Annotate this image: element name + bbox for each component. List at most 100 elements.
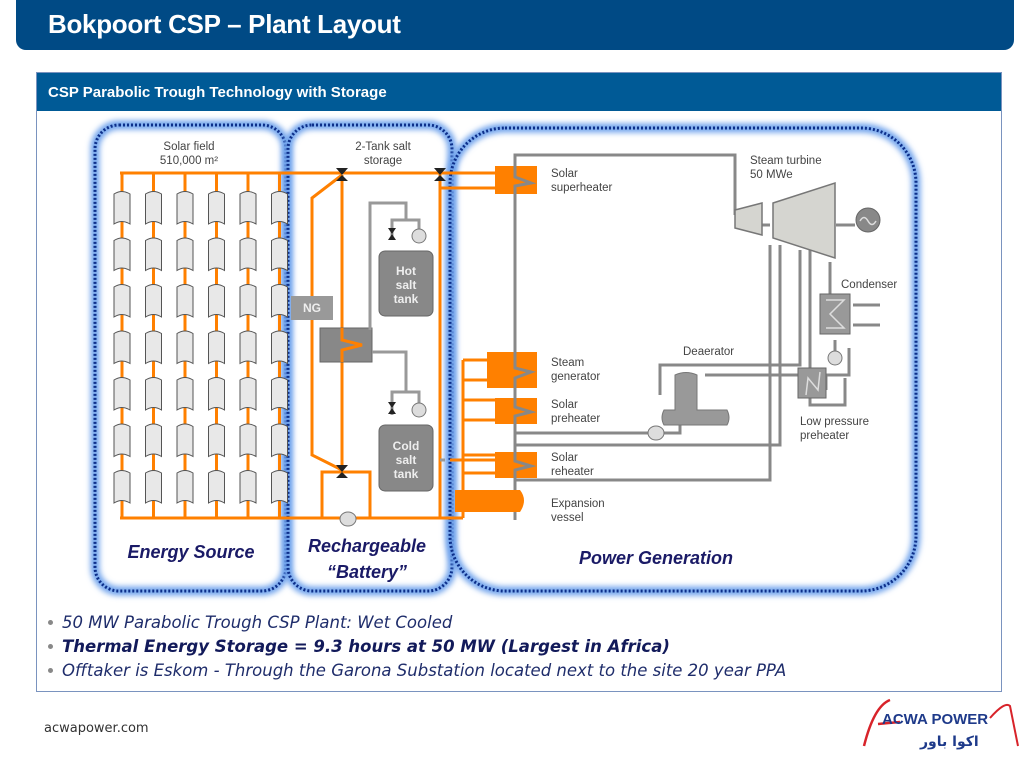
solar-superheater [495, 166, 537, 194]
superheater-label-1: Solar [551, 168, 578, 180]
reheater-label-1: Solar [551, 452, 578, 464]
cold-salt-tank: Cold salt tank [378, 424, 434, 492]
salt-piping [368, 201, 445, 462]
parabolic-trough-collector [113, 470, 131, 504]
salt-heat-exchanger [319, 327, 373, 363]
hot-salt-tank: Hot salt tank [378, 250, 434, 317]
svg-text:Hot: Hot [396, 264, 416, 278]
bullet-list: 50 MW Parabolic Trough CSP Plant: Wet Co… [48, 611, 786, 683]
parabolic-trough-collector [208, 191, 225, 225]
lp-preheater-label-2: preheater [800, 430, 849, 442]
parabolic-trough-collector [113, 284, 131, 318]
acwa-power-logo: ACWA POWER اكوا باور [862, 698, 1019, 750]
steam-generator [487, 352, 537, 388]
parabolic-trough-collector [145, 377, 162, 411]
parabolic-trough-collector [239, 377, 257, 411]
preheater-label-2: preheater [551, 413, 600, 425]
parabolic-trough-collector [271, 191, 288, 225]
logo-text: ACWA POWER [882, 711, 988, 728]
parabolic-trough-collector [271, 470, 288, 504]
parabolic-trough-collector [176, 191, 194, 225]
parabolic-trough-collector [145, 191, 162, 225]
bullet-item: Thermal Energy Storage = 9.3 hours at 50… [48, 635, 786, 659]
valve-icon [388, 402, 396, 414]
parabolic-trough-collector [113, 330, 131, 365]
generator-icon [855, 207, 881, 233]
svg-text:tank: tank [394, 292, 419, 306]
svg-text:salt: salt [396, 453, 417, 467]
parabolic-trough-collector [271, 237, 288, 272]
parabolic-trough-collector [239, 470, 257, 504]
storage-label-2: storage [364, 155, 402, 167]
pump-icon [411, 228, 427, 244]
solar-preheater [495, 398, 537, 424]
pump-icon [411, 402, 427, 418]
steam-generator-label-1: Steam [551, 357, 584, 369]
solar-collector-field [113, 173, 288, 518]
solar-reheater [495, 452, 537, 478]
plant-diagram: 2-Tank salt storage Solar field 510,000 … [90, 120, 921, 596]
turbine-label-2: 50 MWe [750, 169, 793, 181]
parabolic-trough-collector [145, 284, 162, 318]
panel-header: CSP Parabolic Trough Technology with Sto… [37, 73, 1001, 111]
parabolic-trough-collector [271, 330, 288, 365]
zone-power-generation [445, 123, 921, 596]
preheater-label-1: Solar [551, 399, 578, 411]
expansion-vessel [455, 490, 524, 512]
svg-text:salt: salt [396, 278, 417, 292]
parabolic-trough-collector [239, 423, 257, 458]
solar-field-label-1: Solar field [163, 141, 214, 153]
parabolic-trough-collector [176, 377, 194, 411]
expansion-label-2: vessel [551, 512, 584, 524]
parabolic-trough-collector [176, 423, 194, 458]
logo-arabic: اكوا باور [919, 734, 979, 750]
parabolic-trough-collector [239, 191, 257, 225]
deaerator [661, 372, 730, 426]
footer-url: acwapower.com [44, 721, 149, 736]
parabolic-trough-collector [208, 377, 225, 411]
superheater-label-2: superheater [551, 182, 613, 194]
reheater-label-2: reheater [551, 466, 594, 478]
pump-icon [827, 350, 843, 366]
zone-label-energy-source: Energy Source [127, 542, 254, 562]
parabolic-trough-collector [271, 423, 288, 458]
parabolic-trough-collector [113, 237, 131, 272]
parabolic-trough-collector [239, 237, 257, 272]
parabolic-trough-collector [239, 330, 257, 365]
pump-icon [647, 425, 665, 441]
parabolic-trough-collector [208, 423, 225, 458]
storage-label-1: 2-Tank salt [355, 141, 411, 153]
parabolic-trough-collector [145, 423, 162, 458]
expansion-label-1: Expansion [551, 498, 605, 510]
parabolic-trough-collector [208, 284, 225, 318]
parabolic-trough-collector [176, 237, 194, 272]
parabolic-trough-collector [271, 284, 288, 318]
condenser [819, 293, 851, 335]
parabolic-trough-collector [239, 284, 257, 318]
zone-label-power-generation: Power Generation [579, 548, 733, 568]
valve-icon [388, 228, 396, 240]
parabolic-trough-collector [176, 330, 194, 365]
water-steam-piping [513, 153, 880, 520]
lp-preheater-label-1: Low pressure [800, 416, 869, 428]
deaerator-label: Deaerator [683, 346, 734, 358]
svg-text:tank: tank [394, 467, 419, 481]
bullet-item: 50 MW Parabolic Trough CSP Plant: Wet Co… [48, 611, 786, 635]
ng-heater-box [291, 296, 333, 320]
zone-label-battery-1: Rechargeable [308, 536, 426, 556]
ng-label: NG [303, 301, 321, 315]
parabolic-trough-collector [113, 377, 131, 411]
title-bar: Bokpoort CSP – Plant Layout [16, 0, 1014, 50]
slide-title: Bokpoort CSP – Plant Layout [48, 9, 401, 39]
parabolic-trough-collector [176, 470, 194, 504]
valve-icon [336, 168, 446, 478]
parabolic-trough-collector [208, 330, 225, 365]
steam-turbine [734, 181, 836, 260]
parabolic-trough-collector [145, 237, 162, 272]
zone-label-battery-2: “Battery” [327, 562, 407, 582]
steam-generator-label-2: generator [551, 371, 600, 383]
parabolic-trough-collector [145, 330, 162, 365]
parabolic-trough-collector [208, 470, 225, 504]
parabolic-trough-collector [176, 284, 194, 318]
parabolic-trough-collector [113, 423, 131, 458]
